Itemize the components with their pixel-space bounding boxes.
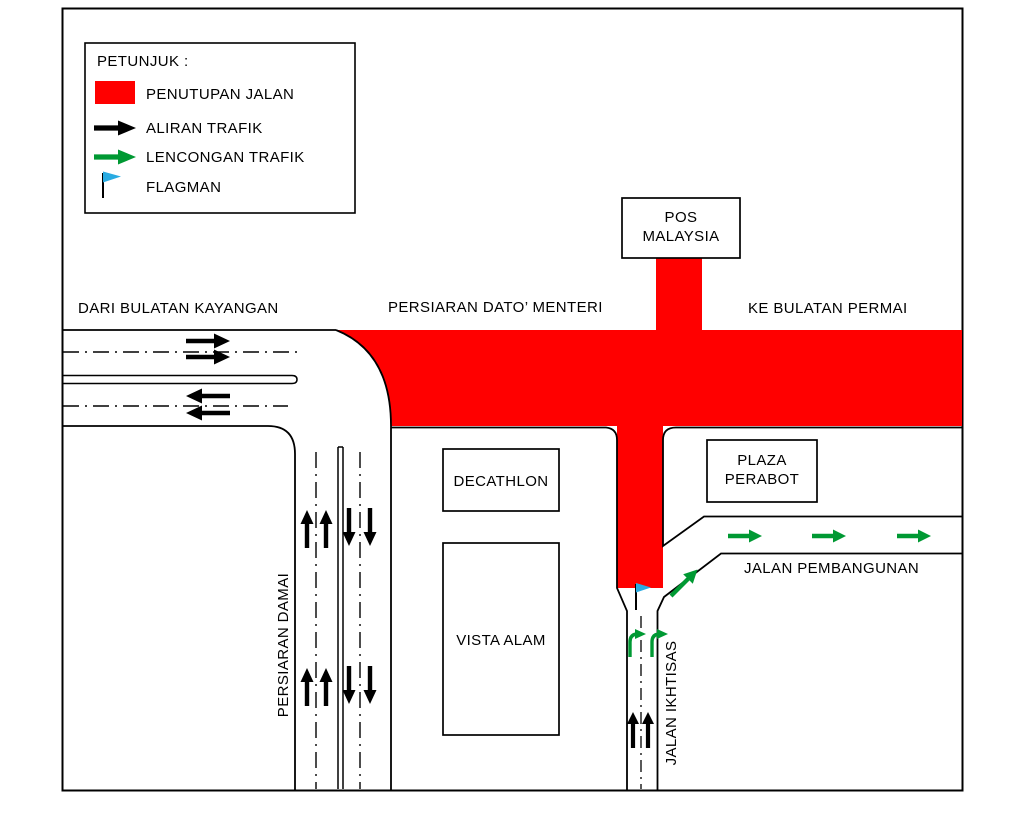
plaza-perabot-label: PLAZA [737, 452, 787, 469]
median-double-line [337, 446, 344, 789]
traffic-flow-arrows [186, 333, 654, 748]
traffic-arrow-south-icon [342, 666, 356, 704]
plaza-perabot-box [706, 439, 818, 503]
label-jalan-pembangunan: JALAN PEMBANGUNAN [744, 560, 919, 577]
traffic-arrow-east-icon [186, 349, 230, 365]
diversion-arrow-east-icon [812, 529, 846, 543]
road-edges [62, 329, 962, 790]
vista-alam-box [442, 542, 560, 736]
diversion-turn-arrow-icon [635, 629, 646, 639]
road-closure-area [336, 256, 962, 588]
label-persiaran-damai: PERSIARAN DAMAI [275, 573, 292, 717]
label-persiaran-dato-menteri: PERSIARAN DATO’ MENTERI [388, 299, 603, 316]
decathlon-label: DECATHLON [454, 473, 549, 490]
traffic-arrow-south-icon [363, 508, 377, 546]
black-arrow-icon [94, 120, 136, 136]
closure-main-road [336, 330, 962, 426]
traffic-arrow-south-icon [363, 666, 377, 704]
decathlon-box [442, 448, 560, 512]
legend-title: PETUNJUK : [97, 53, 189, 70]
traffic-arrow-north-icon [319, 510, 333, 548]
flagman-legend-icon [103, 171, 121, 183]
center-block-edge [391, 426, 628, 790]
buildings: POS MALAYSIA PLAZA PERABOT DECATHLON VIS… [442, 197, 818, 736]
traffic-arrow-north-icon [642, 712, 654, 748]
label-dari-bulatan-kayangan: DARI BULATAN KAYANGAN [78, 300, 279, 317]
legend: PETUNJUK : PENUTUPAN JALAN ALIRAN TRAFIK… [84, 42, 356, 214]
closure-south-stub [617, 424, 663, 588]
traffic-arrow-west-icon [186, 388, 230, 404]
diversion-arrow-diagonal-shaft [669, 577, 690, 598]
legend-closure-label: PENUTUPAN JALAN [146, 86, 294, 103]
traffic-arrow-north-icon [300, 510, 314, 548]
pembangunan-bottom-edge [656, 552, 962, 790]
traffic-arrow-west-icon [186, 405, 230, 421]
junction-corner-curve [335, 329, 392, 427]
street-labels: DARI BULATAN KAYANGAN PERSIARAN DATO’ ME… [78, 299, 919, 765]
pos-malaysia-label: MALAYSIA [642, 228, 719, 245]
diversion-arrow-diagonal-icon [683, 569, 698, 584]
traffic-arrow-north-icon [300, 668, 314, 706]
diversion-arrows [628, 529, 931, 657]
lane-markings [63, 351, 642, 789]
median-island [63, 374, 298, 385]
main-road-bottom-edge-and-damai-left [62, 425, 296, 790]
green-arrow-icon [94, 149, 136, 165]
flagman-marker [635, 583, 651, 610]
label-ke-bulatan-permai: KE BULATAN PERMAI [748, 300, 908, 317]
legend-traffic-label: ALIRAN TRAFIK [146, 120, 263, 137]
closure-swatch-icon [95, 81, 135, 104]
pos-malaysia-box [621, 197, 741, 259]
vista-alam-label: VISTA ALAM [456, 632, 546, 649]
east-block-edge [662, 426, 962, 548]
diversion-turn-arrow-icon [657, 629, 668, 639]
flagman-icon [636, 583, 651, 593]
label-jalan-ikhtisas: JALAN IKHTISAS [663, 641, 680, 766]
traffic-arrow-north-icon [319, 668, 333, 706]
traffic-arrow-east-icon [186, 333, 230, 349]
legend-flagman-label: FLAGMAN [146, 179, 221, 196]
pos-malaysia-label: POS [665, 209, 698, 226]
traffic-arrow-south-icon [342, 508, 356, 546]
diversion-arrow-east-icon [897, 529, 931, 543]
diversion-arrow-east-icon [728, 529, 762, 543]
closure-north-stub [656, 256, 702, 332]
traffic-arrow-north-icon [627, 712, 639, 748]
legend-diversion-label: LENCONGAN TRAFIK [146, 149, 305, 166]
plaza-perabot-label: PERABOT [725, 471, 799, 488]
